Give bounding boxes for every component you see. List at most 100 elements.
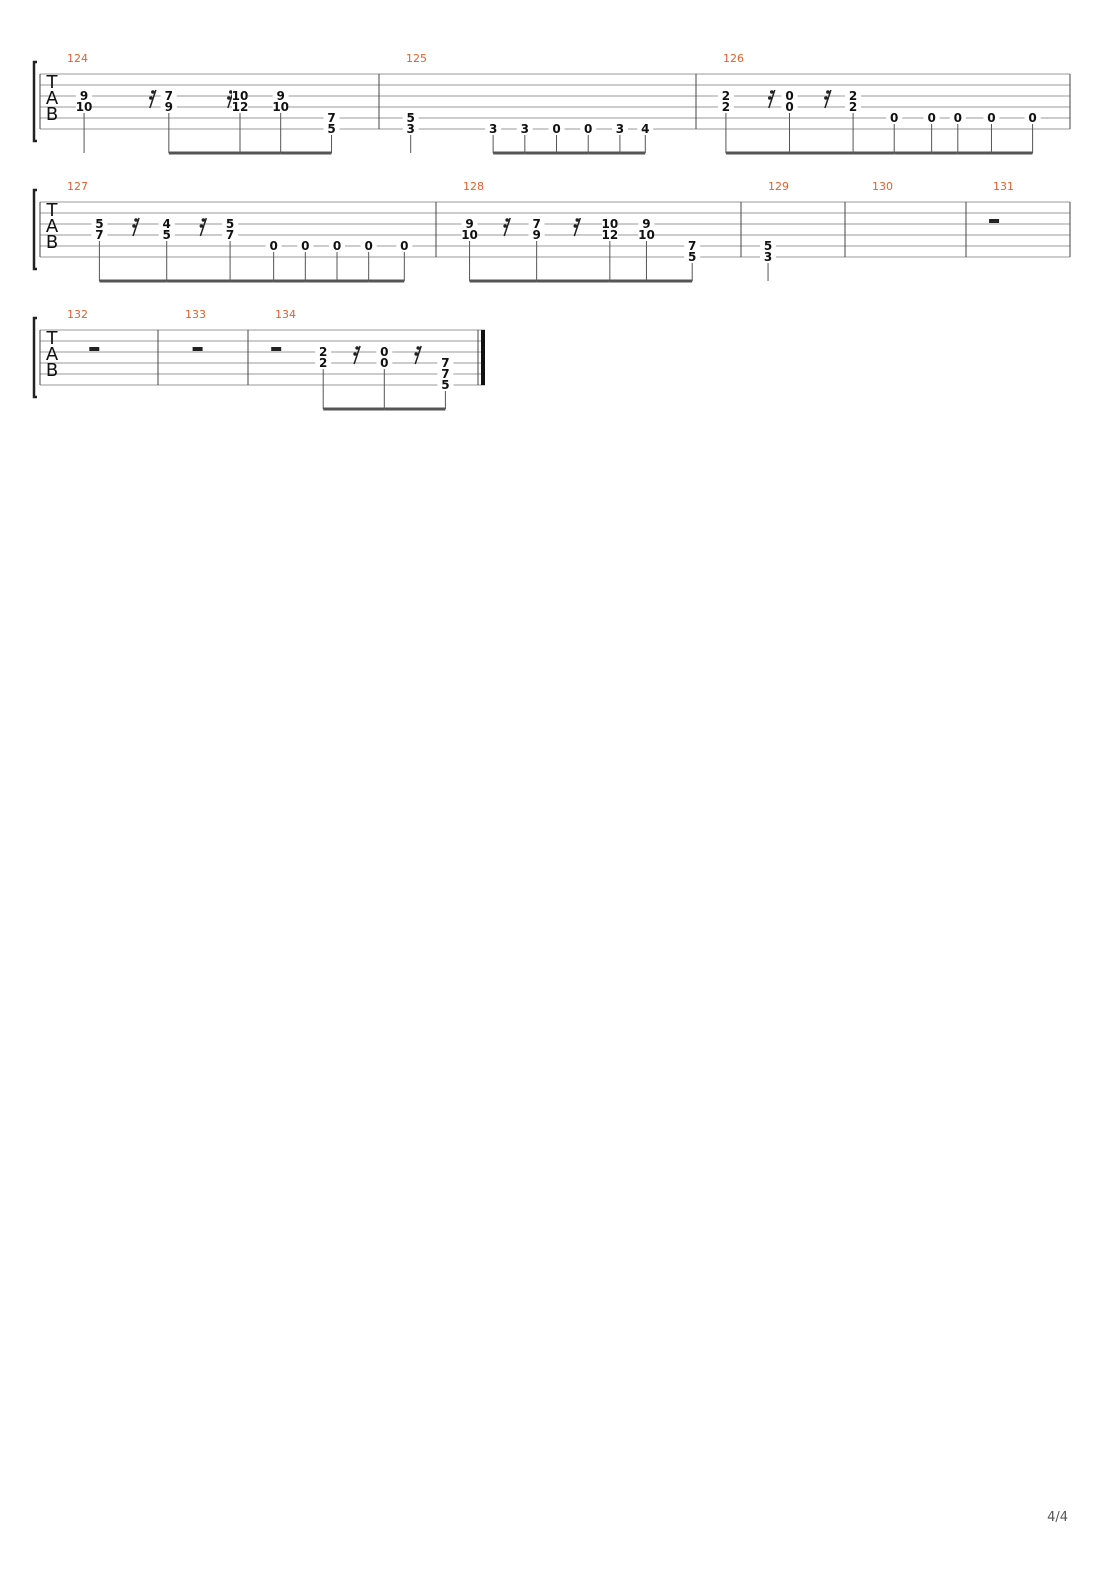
sixteenth-rest-dot bbox=[416, 346, 421, 350]
fret-number: 0 bbox=[890, 111, 898, 125]
sixteenth-rest-dot bbox=[151, 90, 155, 94]
fret-background bbox=[845, 90, 862, 101]
fret-background bbox=[580, 123, 597, 134]
fret-background bbox=[297, 240, 314, 251]
fret-number: 3 bbox=[521, 122, 529, 136]
system-bracket bbox=[32, 316, 37, 399]
fret-number: 7 bbox=[688, 239, 696, 253]
sixteenth-rest-dot bbox=[573, 224, 578, 228]
fret-background bbox=[717, 90, 734, 101]
fret-number: 0 bbox=[380, 356, 388, 370]
fret-number: 3 bbox=[764, 250, 772, 264]
sixteenth-rest-dot bbox=[768, 96, 772, 100]
sixteenth-rest-dot bbox=[355, 346, 359, 350]
fret-background bbox=[402, 112, 419, 123]
fret-background bbox=[396, 240, 413, 251]
fret-number: 2 bbox=[849, 100, 857, 114]
tab-clef-letter: B bbox=[46, 232, 58, 253]
fret-background bbox=[637, 123, 654, 134]
fret-background bbox=[845, 101, 862, 112]
fret-number: 9 bbox=[165, 100, 173, 114]
tab-clef-letter: T bbox=[46, 72, 59, 93]
fret-background bbox=[923, 112, 940, 123]
sixteenth-rest-dot bbox=[199, 224, 204, 228]
fret-background bbox=[611, 123, 628, 134]
fret-background bbox=[485, 123, 502, 134]
fret-background bbox=[76, 101, 93, 112]
fret-background bbox=[717, 101, 734, 112]
fret-background bbox=[949, 112, 966, 123]
fret-background bbox=[402, 123, 419, 134]
measure-number: 127 bbox=[67, 180, 88, 193]
measure: 130 bbox=[872, 180, 893, 193]
fret-background bbox=[638, 218, 655, 229]
sixteenth-rest-dot bbox=[503, 224, 507, 228]
fret-background bbox=[160, 101, 177, 112]
fret-number: 7 bbox=[327, 111, 335, 125]
sixteenth-rest bbox=[132, 217, 140, 237]
fret-number: 0 bbox=[552, 122, 560, 136]
fret-background bbox=[272, 90, 289, 101]
fret-background bbox=[760, 240, 777, 251]
sixteenth-rest-dot bbox=[134, 218, 138, 222]
sixteenth-rest-dot bbox=[575, 218, 580, 222]
fret-number: 3 bbox=[616, 122, 624, 136]
measure-number: 126 bbox=[723, 52, 744, 65]
sixteenth-rest-dot bbox=[353, 352, 357, 356]
fret-number: 0 bbox=[584, 122, 592, 136]
fret-background bbox=[760, 251, 777, 262]
sixteenth-rest-dot bbox=[201, 218, 206, 222]
fret-number: 0 bbox=[954, 111, 962, 125]
fret-number: 7 bbox=[532, 217, 540, 231]
fret-number: 0 bbox=[785, 100, 793, 114]
measure-number: 125 bbox=[406, 52, 427, 65]
sixteenth-rest-dot bbox=[149, 96, 153, 100]
fret-number: 2 bbox=[319, 356, 327, 370]
tab-clef-letter: B bbox=[46, 104, 58, 125]
sixteenth-rest-dot bbox=[132, 224, 136, 228]
fret-number: 0 bbox=[365, 239, 373, 253]
whole-rest bbox=[271, 347, 282, 351]
fret-background bbox=[91, 218, 108, 229]
fret-background bbox=[983, 112, 1000, 123]
fret-number: 9 bbox=[532, 228, 540, 242]
fret-background bbox=[158, 218, 175, 229]
fret-background bbox=[437, 368, 454, 379]
sixteenth-rest-dot bbox=[826, 90, 830, 94]
fret-background bbox=[315, 357, 332, 368]
fret-background bbox=[516, 123, 533, 134]
fret-number: 2 bbox=[319, 345, 327, 359]
fret-background bbox=[781, 90, 798, 101]
tab-clef-letter: A bbox=[46, 216, 59, 237]
fret-number: 9 bbox=[642, 217, 650, 231]
system-bracket bbox=[32, 188, 37, 271]
measure: 132 bbox=[67, 308, 100, 351]
system-bracket bbox=[32, 60, 37, 143]
sixteenth-rest bbox=[573, 217, 582, 237]
fret-number: 0 bbox=[785, 89, 793, 103]
fret-number: 7 bbox=[441, 367, 449, 381]
fret-number: 7 bbox=[441, 356, 449, 370]
fret-number: 10 bbox=[638, 228, 655, 242]
fret-background bbox=[437, 379, 454, 390]
fret-number: 2 bbox=[722, 100, 730, 114]
fret-number: 0 bbox=[400, 239, 408, 253]
fret-number: 0 bbox=[301, 239, 309, 253]
fret-background bbox=[461, 229, 478, 240]
fret-number: 4 bbox=[641, 122, 649, 136]
sixteenth-rest-dot bbox=[227, 96, 231, 100]
fret-background bbox=[601, 218, 618, 229]
fret-number: 2 bbox=[722, 89, 730, 103]
measure-number: 130 bbox=[872, 180, 893, 193]
fret-background bbox=[323, 123, 340, 134]
fret-number: 2 bbox=[849, 89, 857, 103]
fret-background bbox=[528, 218, 545, 229]
whole-rest bbox=[89, 347, 100, 351]
fret-number: 3 bbox=[407, 122, 415, 136]
fret-background bbox=[323, 112, 340, 123]
